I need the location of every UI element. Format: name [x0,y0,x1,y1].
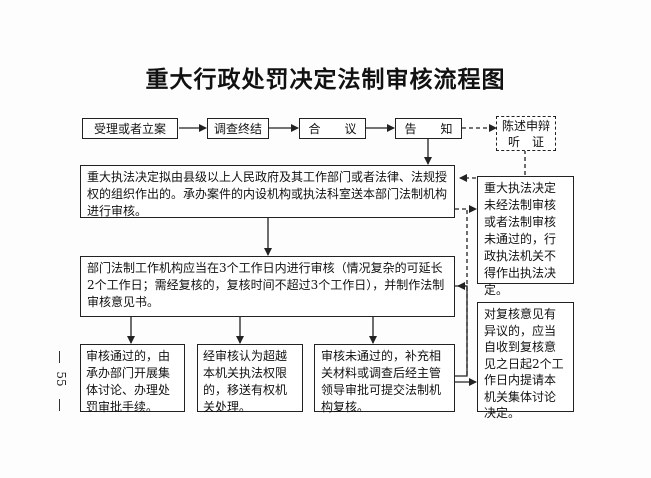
step-notification-label: 告 知 [404,122,453,136]
step-accept-case: 受理或者立案 [82,118,178,139]
step-deliberation: 合 议 [299,118,366,139]
arrow-5-to-main [459,150,526,182]
step-statement-hearing: 陈述申辩 听 证 [496,116,556,151]
side-box-objection-text: 对复核意见有异议的，应当自收到复核意见之日起2个工作日内提请本机关集体讨论决定。 [484,307,564,420]
main-box-submit-review-text: 重大执法决定拟由县级以上人民政府及其工作部门或者法律、法规授权的组织作出的。承办… [87,170,448,218]
flowchart-title: 重大行政处罚决定法制审核流程图 [145,67,506,93]
step-investigation-end: 调查终结 [207,118,269,139]
page-number-text: 55 [54,371,68,387]
main-box-legal-review: 部门法制工作机构应当在3个工作日内进行审核（情况复杂的可延长2个工作日；需经复核… [80,256,455,317]
arrow-b3-loop-back [455,282,468,377]
step-notification: 告 知 [395,118,462,139]
bottom-box-approved-text: 审核通过的，由承办部门开展集体讨论、办理处罚审批手续。 [86,349,171,414]
side-box-no-decision: 重大执法决定未经法制审核或者法制审核未通过的，行政执法机关不得作出执法决定。 [477,176,574,297]
side-box-objection: 对复核意见有异议的，应当自收到复核意见之日起2个工作日内提请本机关集体讨论决定。 [477,302,574,420]
step-accept-case-label: 受理或者立案 [93,122,166,136]
bottom-box-not-approved: 审核未通过的，补充相关材料或调查后经主管领导审批可提交法制机构复核。 [314,344,455,414]
bottom-box-transfer: 经审核认为超越本机关执法权限的，移送有权机关处理。 [197,344,303,414]
bottom-box-transfer-text: 经审核认为超越本机关执法权限的，移送有权机关处理。 [203,349,288,414]
main-box-legal-review-text: 部门法制工作机构应当在3个工作日内进行审核（情况复杂的可延长2个工作日；需经复核… [87,261,445,309]
main-box-submit-review: 重大执法决定拟由县级以上人民政府及其工作部门或者法律、法规授权的组织作出的。承办… [80,165,455,218]
step-statement-hearing-label: 陈述申辩 听 证 [501,119,550,149]
page-number: 55 [49,345,71,415]
bottom-box-approved: 审核通过的，由承办部门开展集体讨论、办理处罚审批手续。 [80,344,185,414]
page-number-dash-bottom [59,399,60,411]
page-number-dash-top [59,351,60,363]
side-box-no-decision-text: 重大执法决定未经法制审核或者法制审核未通过的，行政执法机关不得作出执法决定。 [484,181,557,297]
step-deliberation-label: 合 议 [308,122,357,136]
step-investigation-end-label: 调查终结 [213,122,262,136]
bottom-box-not-approved-text: 审核未通过的，补充相关材料或调查后经主管领导审批可提交法制机构复核。 [321,349,442,414]
